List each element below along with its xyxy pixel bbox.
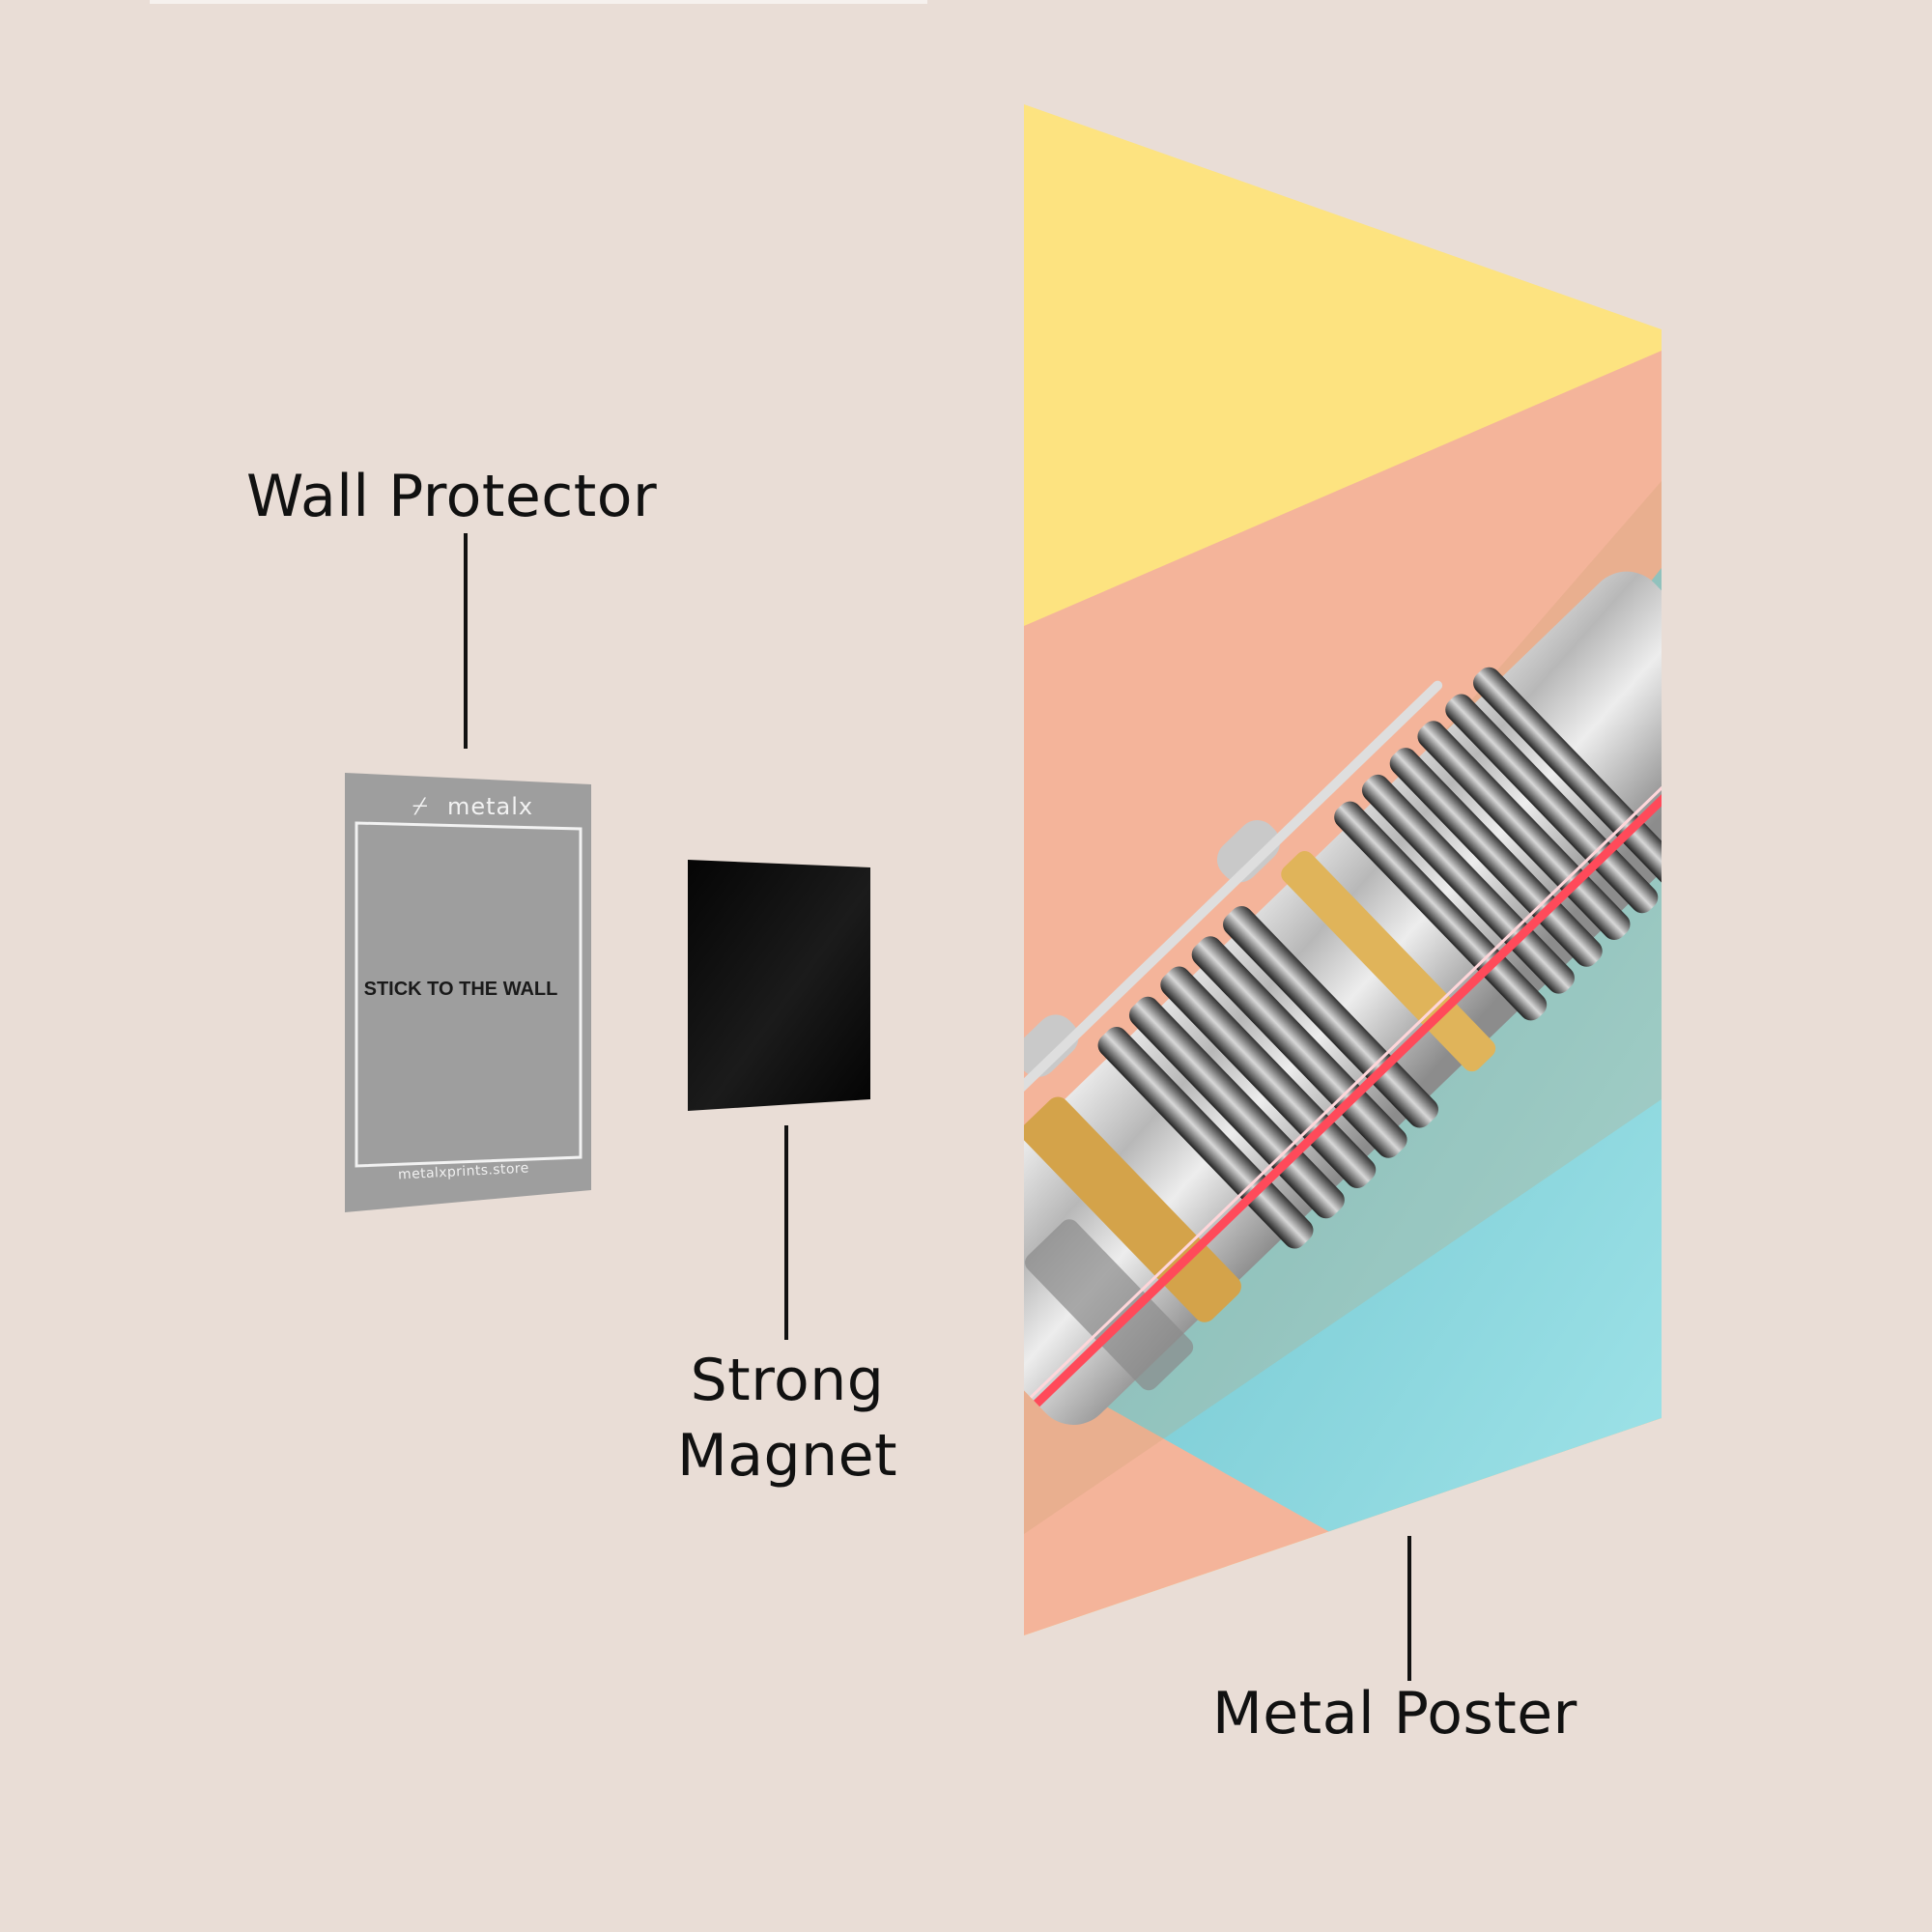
strong-magnet bbox=[688, 860, 870, 1111]
wall-protector-plate: ⌿ metalx STICK TO THE WALL metalxprints.… bbox=[345, 773, 591, 1212]
metalx-logo-text: metalx bbox=[447, 793, 534, 820]
wall-protector-leader-line bbox=[464, 533, 468, 749]
lightsaber-hilt bbox=[1024, 571, 1662, 1425]
top-edge-strip bbox=[150, 0, 927, 4]
metal-poster bbox=[1024, 104, 1662, 1635]
strong-magnet-label-line2: Magnet bbox=[676, 1422, 898, 1490]
metalx-logo: ⌿ metalx bbox=[412, 792, 548, 821]
strong-magnet-label-line1: Strong bbox=[690, 1347, 885, 1414]
wall-protector-label: Wall Protector bbox=[246, 463, 658, 530]
poster-artwork bbox=[1024, 104, 1662, 1635]
metalx-logo-icon: ⌿ bbox=[412, 792, 428, 821]
strong-magnet-label: Strong Magnet bbox=[667, 1343, 908, 1493]
stick-to-wall-text: STICK TO THE WALL bbox=[363, 979, 558, 1000]
wall-protector-shape bbox=[345, 773, 591, 1212]
red-light-strip bbox=[1034, 696, 1662, 1407]
strong-magnet-leader-line bbox=[784, 1125, 788, 1340]
metal-poster-leader-line bbox=[1407, 1536, 1411, 1681]
metal-poster-label: Metal Poster bbox=[1212, 1680, 1577, 1747]
